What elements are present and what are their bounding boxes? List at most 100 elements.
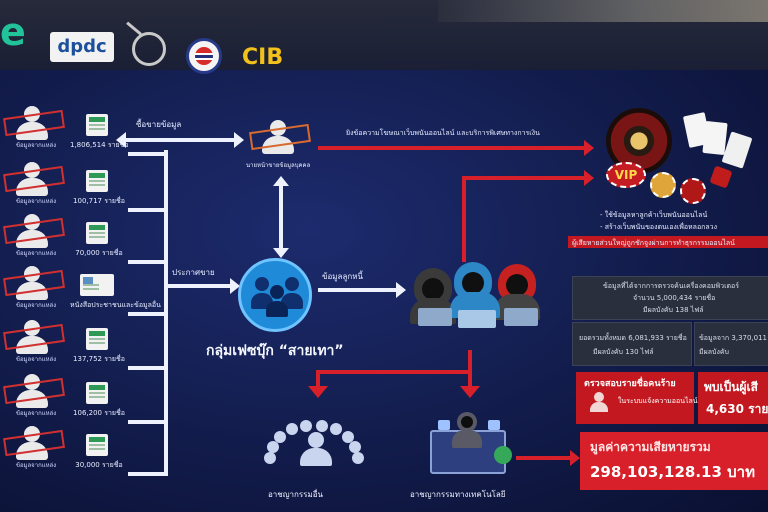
facebook-group-icon — [238, 258, 312, 332]
crime-type-icon — [352, 452, 364, 464]
announce-label: ประกาศขาย — [172, 268, 215, 277]
laptop-icon — [504, 308, 538, 326]
other-records-panel: ข้อมูลจาก 3,370,011 มีผลบังคับ — [694, 322, 768, 366]
hacker-casino-line — [462, 176, 466, 262]
poker-chip-icon — [650, 172, 676, 198]
poker-chip-icon — [680, 178, 706, 204]
record-count: 100,717 รายชื่อ — [73, 197, 125, 205]
seized-line1: จำนวน 5,000,434 รายชื่อ — [633, 294, 716, 302]
crime-type-icon — [341, 430, 354, 443]
customer-data-label: ข้อมูลลูกหนี้ — [322, 272, 363, 281]
spreadsheet-icon — [86, 328, 108, 350]
laptop-icon — [418, 308, 452, 326]
victim-figure: ข้อมูลจากแหล่ง — [3, 318, 65, 363]
connector-line — [128, 472, 168, 476]
announce-arrow — [168, 278, 240, 294]
money-bag-icon — [494, 446, 512, 464]
playing-card-icon — [721, 131, 753, 169]
victim-figure: ข้อมูลจากแหล่ง — [3, 372, 65, 417]
crime-type-icon — [286, 423, 298, 436]
record-count: 70,000 รายชื่อ — [75, 249, 123, 257]
arrow-down-red-icon — [308, 386, 328, 398]
verify-title: ตรวจสอบรายชื่อคนร้าย — [584, 379, 676, 389]
mail-icon — [488, 420, 500, 430]
verify-sub: ในระบบแจ้งความออนไลน์ — [618, 397, 698, 405]
laptop-icon — [458, 310, 496, 328]
group-title: กลุ่มเฟซบุ๊ก “สายเทา” — [206, 343, 344, 359]
id-card-icon — [80, 274, 114, 296]
buy-sell-arrow — [116, 132, 244, 148]
crime-type-icon — [300, 419, 313, 432]
victim-label: ข้อมูลจากแหล่ง — [15, 198, 57, 205]
casino-bullet-2: - สร้างเว็บพนันของตนเองเพื่อหลอกลวง — [600, 223, 718, 231]
victim-label: ข้อมูลจากแหล่ง — [15, 462, 57, 469]
broker-group-arrow — [279, 182, 283, 250]
victim-figure: ข้อมูลจากแหล่ง — [3, 264, 65, 309]
connector-line — [128, 152, 168, 156]
other-line2: มีผลบังคับ — [699, 348, 729, 356]
victim-label: ข้อมูลจากแหล่ง — [15, 410, 57, 417]
buy-sell-label: ซื้อขายข้อมูล — [136, 120, 182, 129]
victim-label: ข้อมูลจากแหล่ง — [15, 142, 57, 149]
person-icon — [590, 392, 608, 412]
total-line2: มีผลบังคับ 130 ไฟล์ — [593, 348, 654, 356]
spreadsheet-icon — [86, 170, 108, 192]
victim-figure: ข้อมูลจากแหล่ง — [3, 212, 65, 257]
casino-bullet-1: - ใช้ข้อมูลหาลูกค้าเว็บพนันออนไลน์ — [600, 211, 708, 219]
victim-figure: ข้อมูลจากแหล่ง — [3, 104, 65, 149]
thai-flag-seal-icon — [186, 38, 222, 74]
victim-figure: ข้อมูลจากแหล่ง — [3, 160, 65, 205]
record-count: หนังสือประชาชนและข้อมูลอื่น — [70, 301, 161, 309]
found-victims-panel: พบเป็นผู้เสี 4,630 ราย — [698, 372, 768, 424]
crime-type-icon — [264, 452, 276, 464]
vip-chip: VIP — [606, 162, 646, 188]
total-line1: ยอดรวมทั้งหมด 6,081,933 รายชื่อ — [579, 334, 687, 342]
collector-bar — [164, 150, 168, 472]
spam-ads-label: ยิงข้อความโฆษณาเว็บพนันออนไลน์ และบริการ… — [346, 129, 540, 137]
arrow-up-icon — [273, 176, 289, 186]
connector-line — [128, 420, 168, 424]
crime-type-icon — [349, 440, 362, 453]
record-count: 106,200 รายชื่อ — [73, 409, 125, 417]
connector-line — [128, 312, 168, 316]
damage-label: มูลค่าความเสียหายรวม — [590, 440, 711, 454]
crime-a-caption: อาชญากรรมอื่น — [268, 490, 324, 499]
crime-type-icon — [266, 440, 279, 453]
hacker-casino-arrow — [462, 170, 594, 186]
other-line1: ข้อมูลจาก 3,370,011 — [699, 334, 768, 342]
victim-label: ข้อมูลจากแหล่ง — [15, 356, 57, 363]
record-count: 137,752 รายชื่อ — [73, 355, 125, 363]
dice-icon — [709, 165, 733, 189]
casino-note-bar — [568, 236, 768, 248]
seized-title: ข้อมูลที่ได้จากการตรวจค้นเครื่องคอมพิวเต… — [603, 282, 739, 290]
spreadsheet-icon — [86, 434, 108, 456]
partner-logo: e — [0, 10, 26, 54]
broker-caption: นายหน้าขายข้อมูลบุคคล — [246, 162, 311, 169]
criminal-figure-icon — [300, 432, 332, 466]
seized-data-panel: ข้อมูลที่ได้จากการตรวจค้นเครื่องคอมพิวเต… — [572, 276, 768, 320]
crime-type-icon — [274, 430, 287, 443]
crime-left-drop — [316, 370, 320, 388]
playing-card-icon — [702, 120, 728, 156]
spreadsheet-icon — [86, 114, 108, 136]
customer-data-arrow — [318, 282, 406, 298]
room-ceiling — [438, 0, 768, 22]
crime-trunk-line — [468, 350, 472, 372]
crime-b-caption: อาชญากรรมทางเทคโนโลยี — [410, 490, 506, 499]
damage-value: 298,103,128.13 บาท — [590, 463, 755, 481]
crime-type-icon — [315, 419, 328, 432]
found-value: 4,630 ราย — [706, 402, 768, 416]
spam-ads-arrow — [318, 140, 594, 156]
spreadsheet-icon — [86, 382, 108, 404]
broker-figure — [249, 118, 311, 160]
crime-type-icon — [330, 423, 342, 436]
victim-label: ข้อมูลจากแหล่ง — [15, 250, 57, 257]
connector-line — [128, 208, 168, 212]
chat-icon — [438, 420, 450, 430]
record-count: 30,000 รายชื่อ — [75, 461, 123, 469]
cib-logo: CIB — [242, 45, 284, 70]
arrow-down-icon — [273, 248, 289, 258]
seized-line2: มีผลบังคับ 138 ไฟล์ — [643, 306, 704, 314]
crime-right-drop — [468, 370, 472, 388]
